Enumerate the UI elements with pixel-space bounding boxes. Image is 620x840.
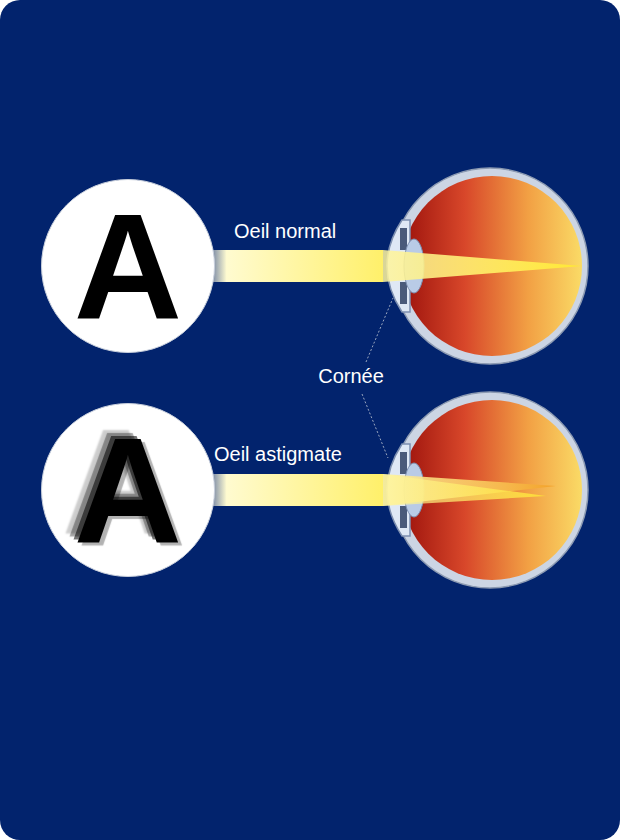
astigmatic-eye — [213, 392, 588, 588]
letter-sample: A — [74, 415, 182, 565]
leader-line — [362, 394, 388, 458]
light-beam — [213, 474, 383, 506]
light-beam — [383, 474, 556, 506]
label-holder: Oeil astigmate — [214, 443, 342, 466]
letter-sample: A — [74, 191, 182, 341]
label-holder: Oeil normal — [234, 220, 336, 243]
letter-circle: A — [41, 403, 215, 577]
normal-eye — [213, 168, 588, 364]
light-beam — [383, 250, 582, 282]
light-beam — [213, 250, 383, 282]
eye-label: Oeil normal — [234, 220, 336, 242]
eye-label: Oeil astigmate — [214, 443, 342, 465]
letter-circle: A — [41, 179, 215, 353]
light-beam — [383, 474, 546, 506]
part-label: Cornée — [318, 365, 384, 387]
leader-line — [366, 298, 393, 362]
label-holder: Cornée — [318, 365, 384, 388]
